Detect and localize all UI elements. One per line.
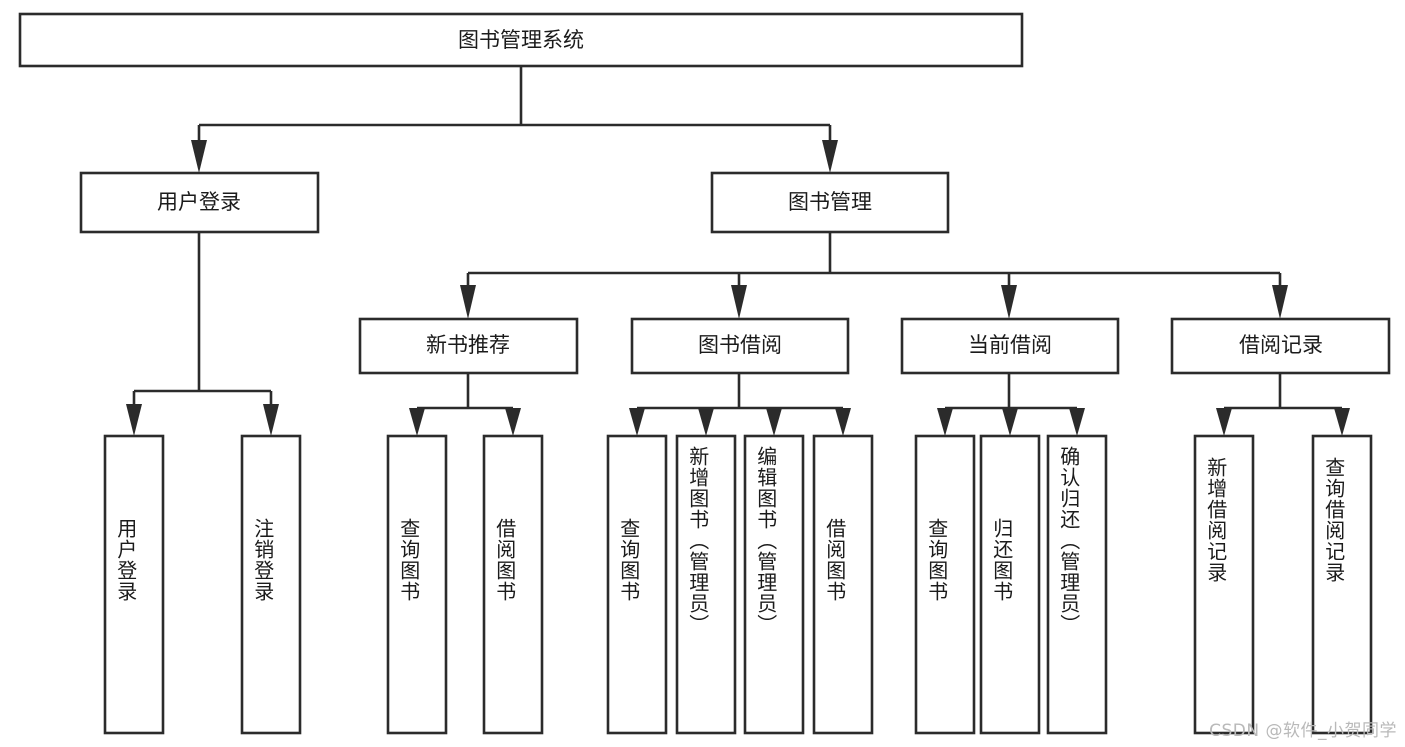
node-root-box[interactable]: [18, 12, 1024, 68]
node-book-management-box[interactable]: [710, 171, 950, 234]
node-new-book-recommend[interactable]: 新书推荐: [358, 317, 579, 375]
arrow-to-book-mgmt: [822, 140, 838, 173]
leaf-box-new-book-0[interactable]: [386, 434, 448, 735]
leaf-box-current-borrow-2[interactable]: [1046, 434, 1108, 735]
node-current-borrow[interactable]: 当前借阅: [900, 317, 1120, 375]
leaf-box-new-book-1[interactable]: [482, 434, 544, 735]
arrow-leaf-current-borrow-1: [1002, 408, 1018, 436]
arrow-to-current-borrow: [1001, 285, 1017, 319]
node-user-login-label: 用户登录: [157, 190, 241, 214]
leaf-box-book-borrow-0[interactable]: [606, 434, 668, 735]
node-user-login-box[interactable]: [79, 171, 320, 234]
arrow-leaf-borrow-record-0: [1216, 408, 1232, 436]
node-book-management-label: 图书管理: [788, 190, 872, 214]
node-borrow-record-label: 借阅记录: [1239, 333, 1323, 357]
node-borrow-record[interactable]: 借阅记录: [1170, 317, 1391, 375]
node-user-login[interactable]: 用户登录: [79, 171, 320, 234]
leaf-box-user-login-1[interactable]: [240, 434, 302, 735]
arrow-leaf-book-borrow-2: [766, 408, 782, 436]
node-book-borrow-box[interactable]: [630, 317, 850, 375]
leaf-box-borrow-record-1[interactable]: [1311, 434, 1373, 735]
node-root[interactable]: 图书管理系统: [18, 12, 1024, 68]
node-new-book-recommend-label: 新书推荐: [426, 333, 510, 357]
leaf-box-borrow-record-0[interactable]: [1193, 434, 1255, 735]
arrow-leaf-new-book-1: [505, 408, 521, 436]
arrow-leaf-user-login-0: [126, 404, 142, 436]
arrow-leaf-user-login-1: [263, 404, 279, 436]
node-book-management[interactable]: 图书管理: [710, 171, 950, 234]
leaf-box-book-borrow-3[interactable]: [812, 434, 874, 735]
arrow-leaf-current-borrow-0: [937, 408, 953, 436]
connector-group: [126, 66, 1350, 436]
leaf-box-book-borrow-2[interactable]: [743, 434, 805, 735]
arrow-leaf-borrow-record-1: [1334, 408, 1350, 436]
leaf-box-user-login-0[interactable]: [103, 434, 165, 735]
leaf-box-current-borrow-0[interactable]: [914, 434, 976, 735]
arrow-leaf-book-borrow-3: [835, 408, 851, 436]
arrow-to-book-borrow: [731, 285, 747, 319]
watermark-text: CSDN @软件_小贺同学: [1209, 721, 1397, 741]
node-book-borrow-label: 图书借阅: [698, 333, 782, 357]
arrow-leaf-current-borrow-2: [1069, 408, 1085, 436]
node-current-borrow-label: 当前借阅: [968, 333, 1052, 357]
arrow-to-user-login: [191, 140, 207, 173]
arrow-leaf-book-borrow-1: [698, 408, 714, 436]
node-book-borrow[interactable]: 图书借阅: [630, 317, 850, 375]
arrow-to-borrow-record: [1272, 285, 1288, 319]
leaf-box-group: [103, 434, 1373, 735]
node-new-book-recommend-box[interactable]: [358, 317, 579, 375]
leaf-box-current-borrow-1[interactable]: [979, 434, 1041, 735]
node-root-label: 图书管理系统: [458, 28, 584, 52]
arrow-leaf-new-book-0: [409, 408, 425, 436]
arrow-leaf-book-borrow-0: [629, 408, 645, 436]
leaf-box-book-borrow-1[interactable]: [675, 434, 737, 735]
arrow-to-new-book: [460, 285, 476, 319]
node-current-borrow-box[interactable]: [900, 317, 1120, 375]
node-borrow-record-box[interactable]: [1170, 317, 1391, 375]
